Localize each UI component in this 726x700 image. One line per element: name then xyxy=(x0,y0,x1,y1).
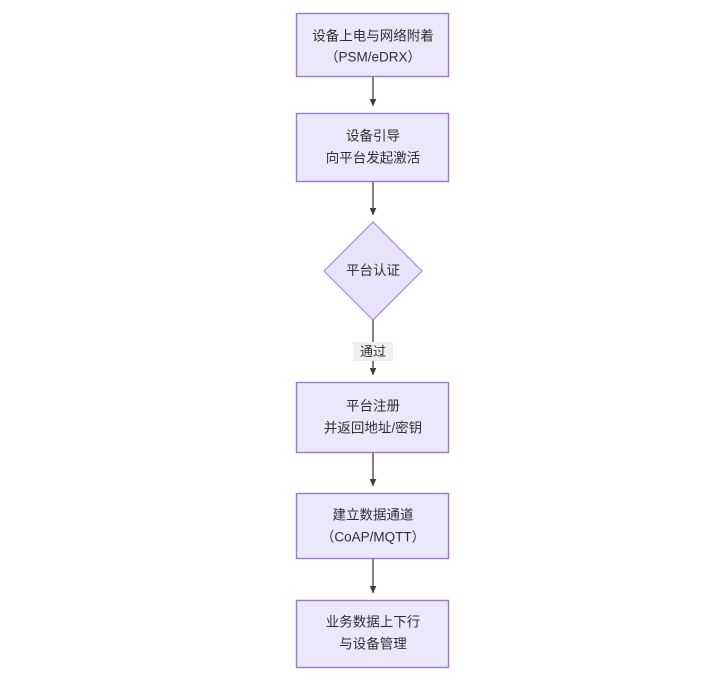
node-business-data-uplink-downlink[interactable]: 业务数据上下行 与设备管理 xyxy=(295,599,450,669)
node-label-line1: 业务数据上下行 xyxy=(326,615,421,630)
node-shape-rectangle[interactable] xyxy=(295,599,450,669)
node-label-line1: 平台认证 xyxy=(346,263,400,278)
node-label-line1: 设备引导 xyxy=(346,128,400,144)
node-label-line2: （CoAP/MQTT） xyxy=(321,530,425,545)
node-label-line1: 平台注册 xyxy=(346,399,400,414)
edge-label-pass: 通过 xyxy=(353,342,393,361)
edge-label-text: 通过 xyxy=(360,344,386,359)
node-label-line2: 向平台发起激活 xyxy=(326,151,421,166)
node-data-channel[interactable]: 建立数据通道 （CoAP/MQTT） xyxy=(295,492,450,560)
node-platform-registration[interactable]: 平台注册 并返回地址/密钥 xyxy=(295,381,450,454)
node-label-line2: （PSM/eDRX） xyxy=(325,50,421,65)
node-shape-rectangle[interactable] xyxy=(295,492,450,560)
edge-label-background xyxy=(353,342,393,361)
node-device-power-on[interactable]: 设备上电与网络附着 （PSM/eDRX） xyxy=(295,12,450,78)
node-shape-rectangle[interactable] xyxy=(295,112,450,183)
node-label-line2: 与设备管理 xyxy=(339,636,407,652)
node-shape-rectangle[interactable] xyxy=(295,381,450,454)
node-shape-diamond[interactable] xyxy=(323,221,423,321)
node-device-bootstrap[interactable]: 设备引导 向平台发起激活 xyxy=(295,112,450,183)
node-platform-auth-decision[interactable]: 平台认证 xyxy=(323,221,423,321)
node-shape-rectangle[interactable] xyxy=(295,12,450,78)
node-label-line2: 并返回地址/密钥 xyxy=(324,420,422,436)
node-label-line1: 建立数据通道 xyxy=(333,508,414,523)
node-label-line1: 设备上电与网络附着 xyxy=(312,28,434,44)
